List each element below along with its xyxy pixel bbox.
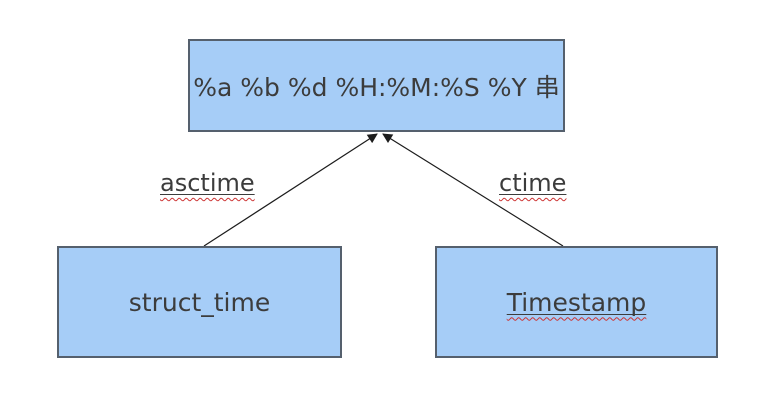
node-timestamp-label: Timestamp [506,287,647,317]
node-format-string: %a %b %d %H:%M:%S %Y 串 [188,39,565,132]
edge-label-asctime-squiggle: asctime [160,169,255,197]
edge-label-ctime-squiggle: ctime [499,169,566,197]
edge-label-asctime-text: asctime [160,169,255,197]
edge-label-ctime-text: ctime [499,169,567,197]
asctime-arrow [203,133,378,247]
node-timestamp: Timestamp [435,246,718,358]
edge-label-asctime: asctime [160,169,255,197]
node-struct-time: struct_time [57,246,342,358]
node-struct-time-label: struct_time [128,287,271,317]
edge-label-ctime: ctime [499,169,566,197]
node-format-string-label: %a %b %d %H:%M:%S %Y 串 [193,72,560,102]
ctime-arrow [382,133,564,247]
node-timestamp-squiggle: Timestamp [507,288,647,317]
